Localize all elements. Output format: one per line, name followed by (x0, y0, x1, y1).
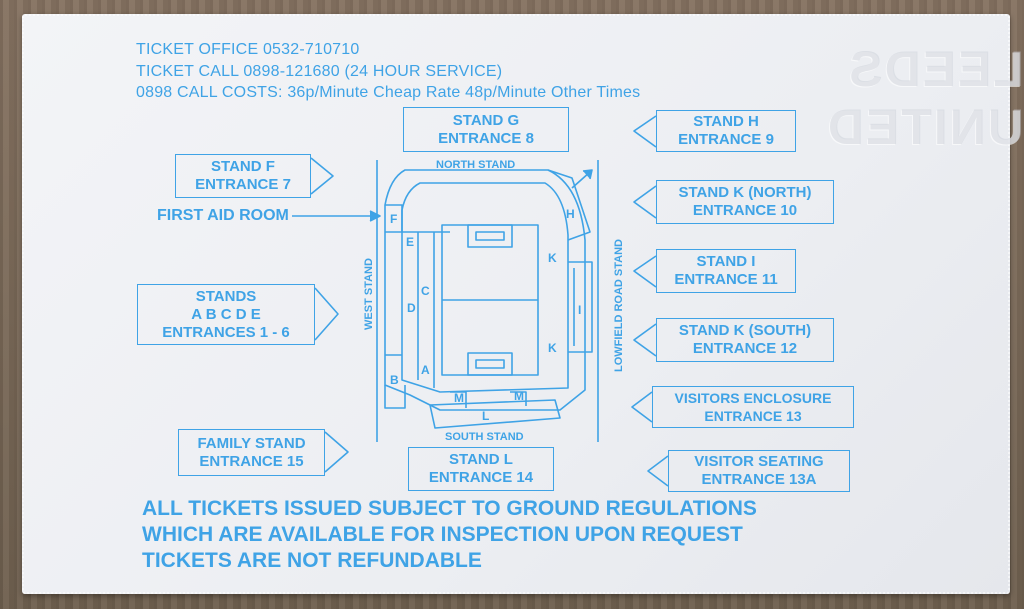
stand-l-shape (429, 399, 561, 429)
stands-abcde-box: STANDS A B C D E ENTRANCES 1 - 6 (137, 284, 315, 345)
family-stand-label: FAMILY STAND (197, 434, 306, 452)
stand-g-entrance: ENTRANCE 8 (438, 129, 534, 147)
box-pointers (310, 115, 669, 487)
stand-h-label: STAND H (693, 113, 759, 130)
stand-i-entrance: ENTRANCE 11 (674, 271, 778, 288)
stadium-inner-ring (401, 182, 569, 393)
stand-f-entrance: ENTRANCE 7 (195, 176, 291, 193)
stand-letter-d: D (407, 301, 416, 315)
stand-letter-l: L (482, 409, 489, 423)
visitor-seating-box: VISITOR SEATING ENTRANCE 13A (668, 450, 850, 492)
first-aid-room-label: FIRST AID ROOM (157, 207, 289, 224)
stand-i-label: STAND I (696, 253, 756, 270)
family-stand-box: FAMILY STAND ENTRANCE 15 (178, 429, 325, 476)
stand-h-shape (547, 169, 591, 241)
stand-l-entrance: ENTRANCE 14 (428, 469, 534, 486)
stand-f-box: STAND F ENTRANCE 7 (175, 154, 311, 198)
stand-letter-k-north: K (548, 251, 557, 265)
visitor-seating-entrance: ENTRANCE 13A (701, 471, 817, 488)
not-refundable-line: TICKETS ARE NOT REFUNDABLE (142, 549, 482, 572)
stadium-outer-ring (384, 169, 586, 411)
stand-letter-a: A (421, 363, 430, 377)
visitor-seating-label: VISITOR SEATING (694, 453, 824, 470)
visitors-enclosure-label: VISITORS ENCLOSURE (674, 390, 832, 406)
stand-h-entrance: ENTRANCE 9 (678, 131, 774, 148)
call-costs-line: 0898 CALL COSTS: 36p/Minute Cheap Rate 4… (136, 84, 641, 101)
stand-letter-i: I (578, 303, 581, 317)
family-stand-entrance: ENTRANCE 15 (199, 452, 304, 470)
stand-letter-k-south: K (548, 341, 557, 355)
stand-l-box: STAND L ENTRANCE 14 (408, 447, 554, 491)
stand-i-box: STAND I ENTRANCE 11 (656, 249, 796, 293)
stands-abcde-letters: A B C D E (191, 305, 261, 323)
ticket (22, 14, 1010, 594)
stand-k-north-box: STAND K (NORTH) ENTRANCE 10 (656, 180, 834, 224)
stand-i-shape (568, 261, 593, 353)
stand-letter-c: C (421, 284, 430, 298)
regulations-line-1: ALL TICKETS ISSUED SUBJECT TO GROUND REG… (142, 497, 757, 520)
south-penalty-box (467, 352, 513, 376)
stand-k-south-entrance: ENTRANCE 12 (692, 340, 798, 357)
stand-k-south-box: STAND K (SOUTH) ENTRANCE 12 (656, 318, 834, 362)
stand-k-north-entrance: ENTRANCE 10 (692, 202, 798, 219)
stand-g-label: STAND G (452, 111, 520, 129)
stand-letter-m-east: M (514, 389, 524, 403)
north-stand-label: NORTH STAND (436, 159, 515, 171)
regulations-line-2: WHICH ARE AVAILABLE FOR INSPECTION UPON … (142, 523, 743, 546)
lowfield-road-stand-label: LOWFIELD ROAD STAND (613, 239, 625, 372)
north-penalty-box (467, 224, 513, 248)
stand-letter-f: F (390, 212, 397, 226)
stand-f-label: STAND F (211, 158, 275, 175)
ticket-call-line: TICKET CALL 0898-121680 (24 HOUR SERVICE… (136, 63, 503, 80)
stands-abcde-label: STANDS (195, 287, 257, 305)
south-stand-label: SOUTH STAND (445, 431, 524, 443)
stand-l-label: STAND L (449, 451, 513, 468)
stand-letter-m-west: M (454, 391, 464, 405)
west-stand-label: WEST STAND (363, 258, 375, 330)
stand-letter-b: B (390, 373, 399, 387)
stand-g-box: STAND G ENTRANCE 8 (403, 107, 569, 152)
stand-k-north-label: STAND K (NORTH) (678, 184, 812, 201)
stand-letter-e: E (406, 235, 414, 249)
stand-f-shape (385, 204, 403, 233)
stand-h-box: STAND H ENTRANCE 9 (656, 110, 796, 152)
stand-k-south-label: STAND K (SOUTH) (678, 322, 812, 339)
visitors-enclosure-entrance: ENTRANCE 13 (704, 408, 802, 424)
visitors-enclosure-box: VISITORS ENCLOSURE ENTRANCE 13 (652, 386, 854, 428)
stands-abcde-entrances: ENTRANCES 1 - 6 (162, 323, 290, 341)
stand-letter-h: H (566, 207, 575, 221)
ticket-office-line: TICKET OFFICE 0532-710710 (136, 41, 360, 58)
